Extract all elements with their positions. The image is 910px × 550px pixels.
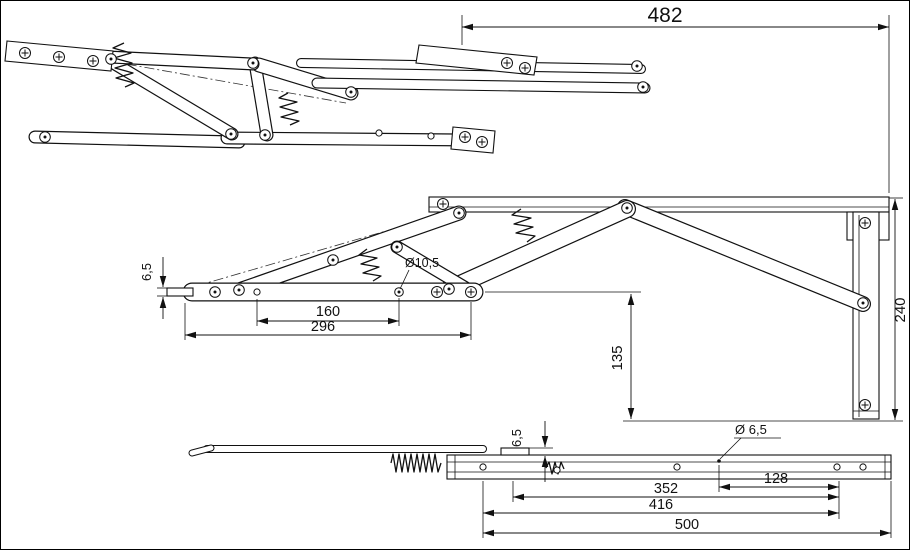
spring: [112, 42, 135, 88]
dimension-482: 482: [461, 4, 890, 193]
dim-128-label: 128: [764, 471, 788, 487]
dimension-160: 160: [256, 298, 400, 326]
dim-160-label: 160: [316, 304, 340, 320]
support-leg: [852, 211, 880, 420]
dimension-hole-105: Ø10,5: [399, 256, 439, 290]
dim-352-label: 352: [654, 481, 678, 497]
dim-416-label: 416: [649, 497, 673, 513]
dim-65-bottom-label: 6,5: [509, 429, 524, 447]
spring: [278, 92, 300, 126]
dimension-416: 416: [482, 481, 839, 538]
dimension-352: 352: [512, 481, 839, 502]
dimension-128: 128: [718, 465, 840, 519]
dim-482-label: 482: [647, 4, 682, 27]
dim-135-label: 135: [609, 345, 626, 370]
dimension-65-left: 6,5: [139, 257, 171, 319]
end-bracket-top: [450, 126, 496, 154]
middle-view-raised: [166, 196, 890, 420]
dimension-240: 240: [889, 197, 909, 420]
profile-lug: [500, 447, 530, 456]
dimension-135: 135: [485, 291, 903, 422]
spring: [358, 248, 382, 282]
table-rail: [428, 196, 890, 213]
dimension-500: 500: [483, 481, 892, 538]
dim-296-label: 296: [311, 319, 335, 335]
spring: [545, 461, 565, 475]
dimension-296: 296: [184, 302, 472, 340]
dim-105-label: Ø10,5: [405, 256, 439, 270]
top-view-folded: [4, 40, 651, 154]
dimension-65-bottom: 6,5: [509, 421, 553, 482]
dimension-hole-65: Ø 6,5: [719, 422, 781, 460]
dim-500-label: 500: [675, 517, 699, 533]
base-tab: [166, 287, 194, 297]
dim-hole-65-label: Ø 6,5: [735, 422, 767, 437]
spring: [511, 208, 536, 243]
dim-65-left-label: 6,5: [139, 263, 154, 281]
bottom-view-flat: [188, 444, 892, 480]
spring: [390, 453, 442, 473]
base-profile: [446, 454, 892, 480]
dim-240-label: 240: [892, 297, 909, 322]
